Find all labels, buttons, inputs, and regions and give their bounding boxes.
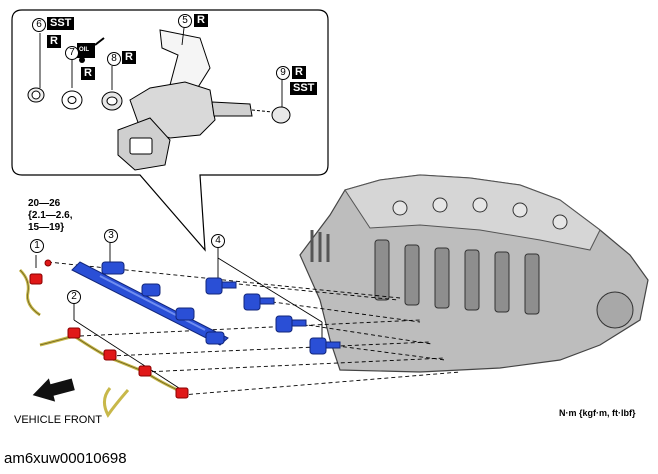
callout-6: 6 [32, 18, 46, 32]
sst-badge-9: SST [290, 82, 318, 95]
vehicle-front-arrow [32, 378, 75, 402]
r-badge-7: R [81, 67, 95, 80]
figure-id: am6xuw00010698 [4, 450, 127, 467]
sst-badge-6: SST [47, 17, 75, 30]
vehicle-front-label: VEHICLE FRONT [14, 414, 103, 426]
callout-9: 9 [276, 66, 290, 80]
oil-can-icon [77, 37, 105, 63]
torque-spec-line1: 20—26 [28, 198, 61, 209]
insulator-washer [101, 91, 123, 111]
callout-8: 8 [107, 52, 121, 66]
callout-5: 5 [178, 14, 192, 28]
fuel-injectors [205, 277, 341, 355]
harness-connectors [29, 259, 189, 399]
assembly-guide-lines [47, 261, 461, 396]
fuel-rail [71, 261, 229, 346]
callout-1: 1 [30, 239, 44, 253]
injector-2 [243, 293, 275, 311]
injector-1 [205, 277, 237, 295]
callout-7: 7 [65, 46, 79, 60]
washer-oiled [61, 90, 83, 110]
torque-spec-line2: {2.1—2.6, [28, 210, 73, 221]
torque-spec-line3: 15—19} [28, 222, 65, 233]
injector-4 [309, 337, 341, 355]
callout-3: 3 [104, 229, 118, 243]
callout-2: 2 [67, 290, 81, 304]
injector-3 [275, 315, 307, 333]
injector-detail [117, 29, 291, 171]
oil-can-label: OIL [79, 47, 89, 53]
r-badge-5: R [194, 14, 208, 27]
r-badge-6: R [47, 35, 61, 48]
o-ring-seal [27, 87, 45, 103]
units-label: N·m {kgf·m, ft·lbf} [559, 408, 636, 418]
engine-block [299, 174, 649, 373]
r-badge-8: R [122, 51, 136, 64]
r-badge-9: R [292, 66, 306, 79]
callout-4: 4 [211, 234, 225, 248]
